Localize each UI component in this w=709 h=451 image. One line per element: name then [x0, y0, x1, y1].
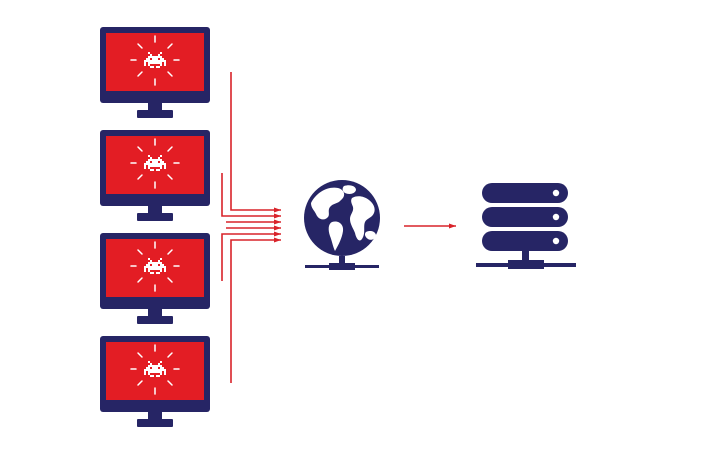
attack-traffic-lines: [221, 72, 281, 383]
infected-monitor-2: [100, 130, 210, 221]
infected-monitor-3: [100, 233, 210, 324]
connection-monitor-4: [230, 237, 281, 383]
server-stack-icon: [476, 183, 576, 269]
connection-monitor-1: [230, 72, 281, 213]
infected-monitor-1: [100, 27, 210, 118]
globe-network-icon: [304, 180, 380, 270]
connection-monitor-3: [221, 231, 281, 281]
infected-monitor-4: [100, 336, 210, 427]
connection-monitor-2: [221, 173, 281, 219]
